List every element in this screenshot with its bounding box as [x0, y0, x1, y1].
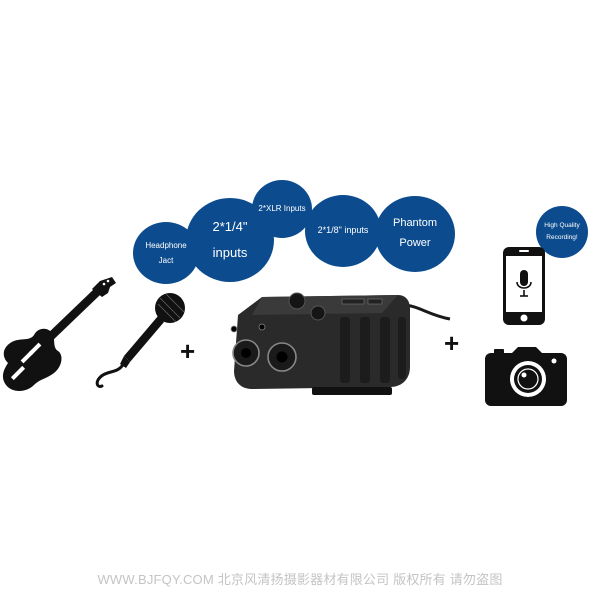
- plus-sign-left: +: [180, 336, 196, 366]
- bubble-quality-line1: High Quality: [544, 222, 580, 230]
- electric-guitar-icon: [2, 277, 116, 391]
- bubble-quarter-inch-line2: inputs: [212, 244, 248, 260]
- microphone-glyph-icon: [516, 270, 532, 297]
- plus-sign-right: +: [444, 328, 460, 358]
- handheld-microphone-icon: [95, 293, 185, 388]
- bubble-xlr: 2*XLR Inputs: [252, 180, 312, 238]
- smartphone-microphone-icon: [503, 247, 545, 325]
- bubble-headphone-line1: Headphone: [145, 240, 187, 250]
- audio-adapter-device: [230, 292, 451, 395]
- bubble-phantom: Phantom Power: [375, 196, 455, 272]
- bubble-quality-line2: Recording!: [546, 233, 578, 241]
- bubble-headphone-line2: Jact: [158, 255, 174, 265]
- bubble-quarter-inch-line1: 2*1/4": [212, 219, 248, 235]
- camera-icon: [485, 347, 567, 406]
- bubble-xlr-line1: 2*XLR Inputs: [258, 204, 306, 213]
- bubble-phantom-line1: Phantom: [392, 217, 438, 230]
- bubble-eighth-inch: 2*1/8" inputs: [305, 195, 381, 267]
- watermark-text: WWW.BJFQY.COM 北京风清扬摄影器材有限公司 版权所有 请勿盗图: [97, 572, 503, 587]
- bubble-phantom-line2: Power: [399, 237, 431, 249]
- bubble-quality: High Quality Recording!: [536, 206, 588, 258]
- bubble-eighth-inch-line1: 2*1/8" inputs: [317, 225, 369, 236]
